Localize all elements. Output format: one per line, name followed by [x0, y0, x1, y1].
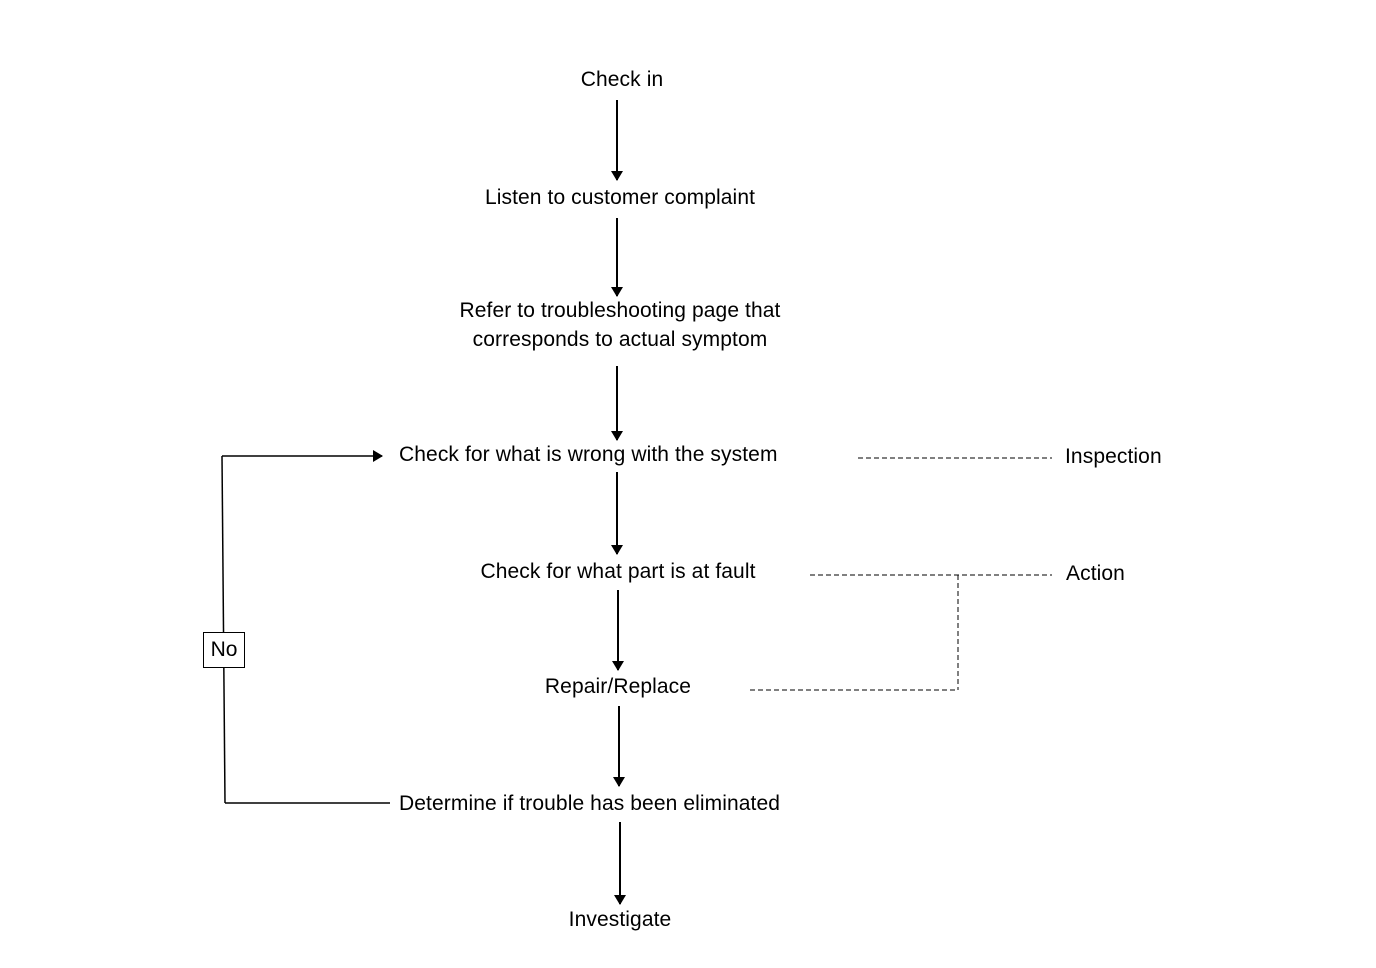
flow-arrows [611, 100, 626, 905]
annotation-leaders [750, 457, 1052, 691]
step-check-part: Check for what part is at fault [480, 560, 756, 583]
annotation-action: Action [1066, 562, 1125, 585]
annotation-inspection: Inspection [1065, 445, 1162, 468]
step-check-in: Check in [580, 68, 664, 91]
step-repair-replace: Repair/Replace [544, 675, 692, 698]
no-loop [221, 450, 390, 804]
step-determine: Determine if trouble has been eliminated [399, 792, 781, 815]
step-refer-line1: Refer to troubleshooting page that [459, 299, 781, 322]
no-label-box: No [203, 632, 245, 668]
step-investigate: Investigate [568, 908, 672, 931]
step-refer-line2: corresponds to actual symptom [472, 328, 768, 351]
loop-left-line [221, 455, 226, 804]
step-listen: Listen to customer complaint [484, 186, 756, 209]
step-check-system: Check for what is wrong with the system [399, 443, 778, 466]
